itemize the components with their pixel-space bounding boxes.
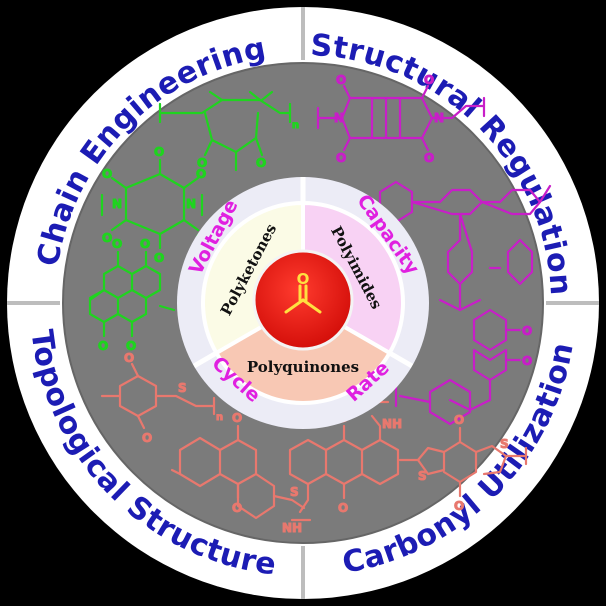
magenta-perylene-imide-molecule: O O <box>394 308 533 426</box>
salmon-benzoquinone-molecule: O O S n <box>100 351 224 446</box>
svg-text:O: O <box>124 351 134 365</box>
svg-text:S: S <box>418 469 427 483</box>
salmon-thiophene-quinone-molecule: O O S S <box>398 413 528 514</box>
svg-text:O: O <box>142 431 152 445</box>
svg-text:NH: NH <box>382 417 402 431</box>
svg-text:O: O <box>102 167 112 181</box>
svg-text:O: O <box>98 339 108 353</box>
svg-text:O: O <box>336 73 346 87</box>
svg-text:S: S <box>290 485 299 499</box>
carbonyl-oxygen-label: O <box>297 270 310 288</box>
polyquinones-segment <box>213 300 393 405</box>
svg-text:O: O <box>232 411 242 425</box>
svg-text:O: O <box>336 151 346 165</box>
svg-text:O: O <box>102 231 112 245</box>
svg-text:O: O <box>112 237 122 251</box>
svg-text:n: n <box>292 120 299 131</box>
svg-text:O: O <box>196 167 206 181</box>
salmon-anthraquinone-molecule: O O S <box>170 411 306 520</box>
svg-text:N: N <box>112 197 122 211</box>
svg-text:S: S <box>178 381 187 395</box>
carbonyl-icon <box>284 284 322 314</box>
green-pyrene-molecule: O O O O <box>88 237 176 354</box>
polyquinones-label: Polyquinones <box>247 358 359 376</box>
svg-text:O: O <box>454 499 464 513</box>
pale-ring-dividers <box>192 177 414 369</box>
ring-dividers <box>7 7 599 599</box>
svg-text:N: N <box>434 111 444 125</box>
svg-text:O: O <box>522 354 532 368</box>
svg-text:N: N <box>334 111 344 125</box>
magenta-naphthalene-diimide-molecule: O O O O N N <box>316 73 486 166</box>
svg-text:N: N <box>186 197 196 211</box>
svg-text:NH: NH <box>282 521 302 535</box>
svg-text:O: O <box>424 73 434 87</box>
svg-text:n: n <box>216 412 223 423</box>
svg-text:O: O <box>154 145 164 159</box>
svg-text:O: O <box>424 151 434 165</box>
svg-text:O: O <box>338 501 348 515</box>
svg-text:O: O <box>154 251 164 265</box>
inner-grey-edge <box>62 62 544 544</box>
svg-text:O: O <box>197 156 207 170</box>
svg-text:O: O <box>140 237 150 251</box>
svg-text:O: O <box>454 413 464 427</box>
svg-text:S: S <box>500 437 509 451</box>
svg-text:O: O <box>256 156 266 170</box>
svg-text:O: O <box>522 324 532 338</box>
green-cyclopentanedione-molecule: O O n <box>158 90 300 172</box>
svg-text:O: O <box>126 339 136 353</box>
svg-text:O: O <box>232 501 242 515</box>
